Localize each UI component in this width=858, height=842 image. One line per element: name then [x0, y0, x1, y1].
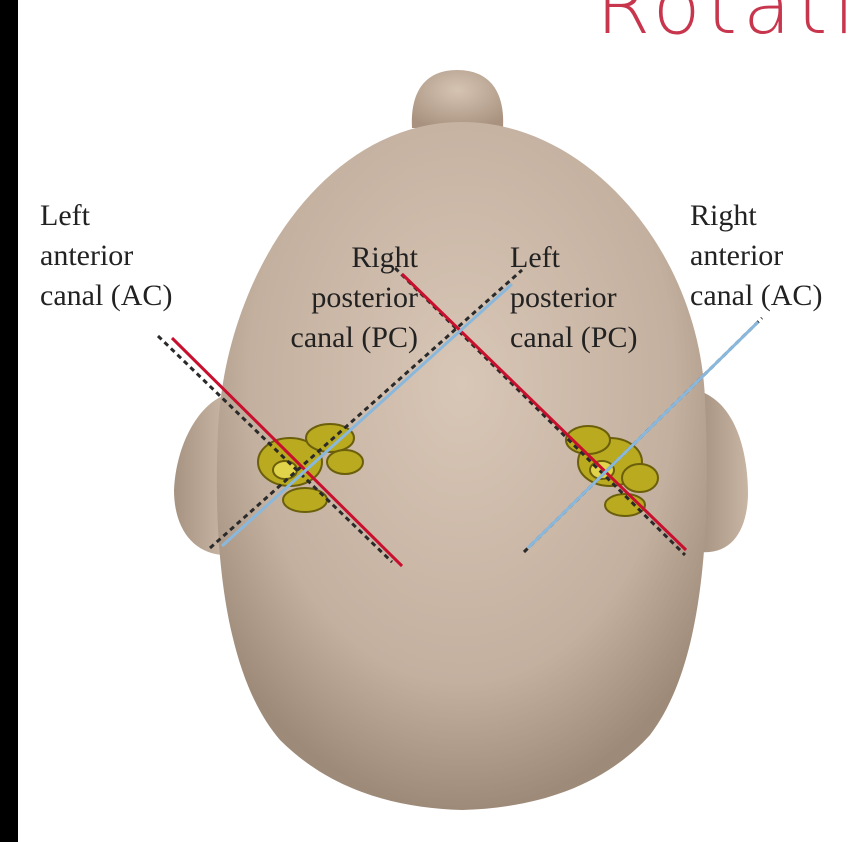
blue-canal-lines: [220, 282, 760, 550]
label-left-anterior-canal: Left anterior canal (AC): [40, 199, 173, 312]
nose: [411, 70, 504, 128]
left-ear: [174, 395, 225, 555]
right-ear: [700, 392, 748, 553]
head-outline: [216, 122, 707, 810]
label-right-anterior-canal: Right anterior canal (AC): [690, 199, 823, 312]
red-canal-lines: [170, 272, 688, 568]
label-right-posterior-canal: Right posterior canal (PC): [290, 241, 418, 354]
label-left-posterior-canal: Left posterior canal (PC): [510, 241, 638, 354]
handwritten-annotation: Rotatio: [596, 0, 858, 52]
